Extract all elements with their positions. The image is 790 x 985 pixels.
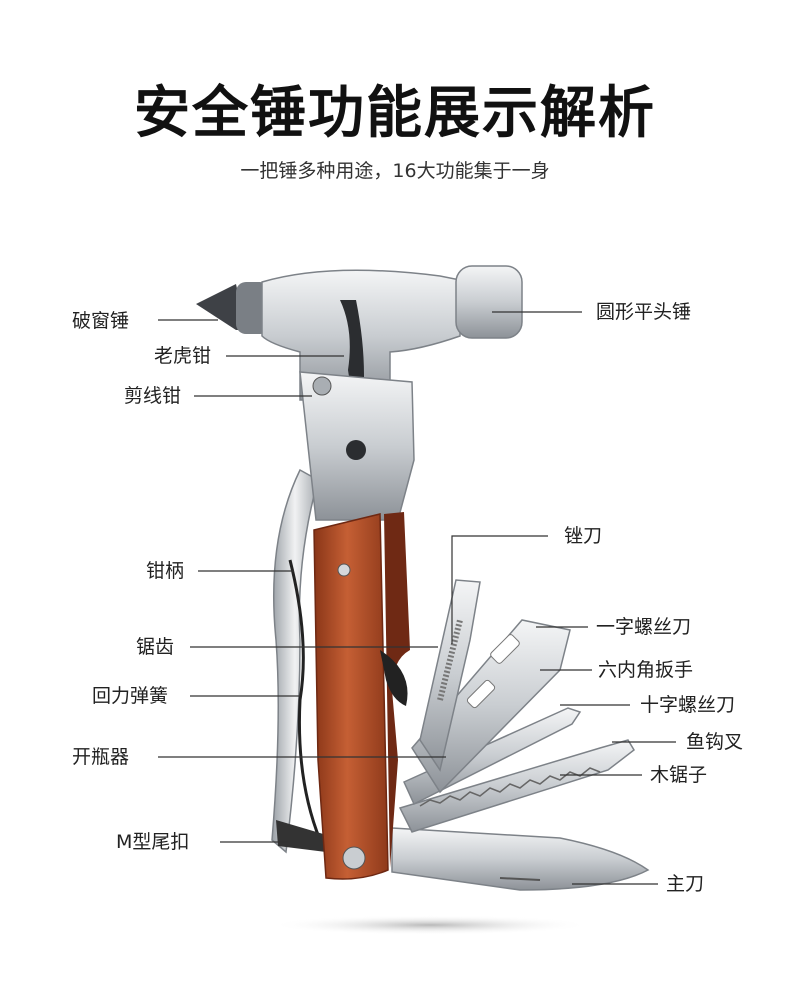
page-subtitle: 一把锤多种用途，16大功能集于一身 [240, 160, 550, 182]
label-round-hammer: 圆形平头锤 [596, 301, 692, 323]
wood-handle-graphic [313, 513, 389, 880]
rivet-wood [337, 563, 351, 577]
label-hex-wrench: 六内角扳手 [598, 659, 694, 681]
spring-graphic [288, 559, 322, 841]
label-main-blade: 主刀 [666, 873, 705, 895]
wood-saw-graphic [398, 739, 635, 833]
file-graphic [419, 579, 481, 772]
label-file: 锉刀 [564, 525, 603, 547]
label-window-breaker: 破窗锤 [72, 310, 130, 332]
label-wood-saw: 木锯子 [650, 764, 708, 786]
left-handle-graphic [271, 468, 319, 854]
label-flat-screwdriver: 一字螺丝刀 [596, 616, 692, 638]
label-bottle-opener: 开瓶器 [72, 746, 130, 768]
rivet-mid [346, 440, 366, 460]
leader-lines-left [158, 319, 446, 843]
page-title: 安全锤功能展示解析 [134, 81, 656, 146]
rivet-top [312, 376, 332, 396]
label-cross-screwdriver: 十字螺丝刀 [640, 694, 736, 716]
label-wire-cutter: 剪线钳 [124, 385, 182, 407]
bottle-opener-graphic [380, 650, 408, 706]
label-spring: 回力弹簧 [92, 685, 169, 707]
label-fish-hook: 鱼钩叉 [686, 731, 744, 753]
m-buckle-graphic [276, 820, 330, 852]
label-handle: 钳柄 [146, 560, 185, 582]
main-blade-graphic [391, 827, 650, 891]
label-pliers: 老虎钳 [154, 345, 212, 367]
floor-shadow [270, 915, 590, 935]
rivet-bottom [342, 846, 366, 870]
label-saw-teeth: 锯齿 [136, 636, 175, 658]
label-m-buckle: M型尾扣 [116, 831, 190, 853]
leader-lines-right [451, 311, 676, 885]
hex-wrench-graphic [411, 619, 571, 794]
